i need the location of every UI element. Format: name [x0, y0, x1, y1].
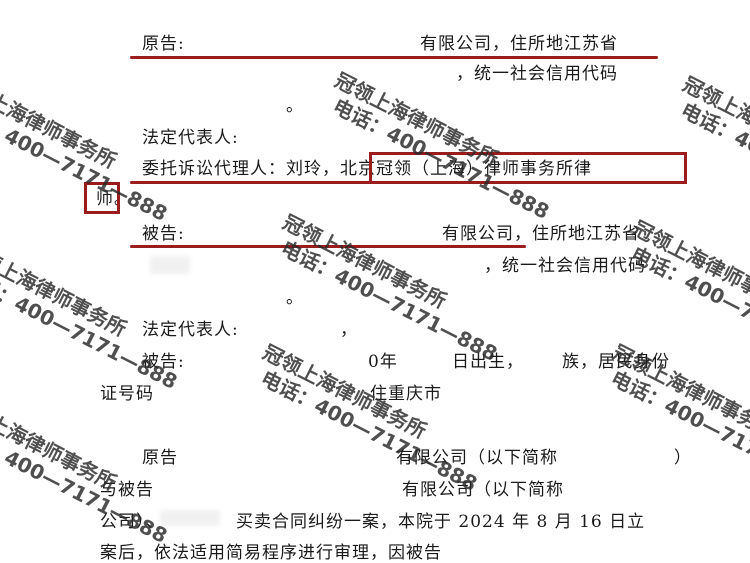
watermark: 冠领上海律师事务所电话：400—7171—888 — [677, 72, 750, 228]
paragraph-last: 案后，依法适用简易程序进行审理，因被告 — [100, 543, 442, 563]
birth-year: 0年 — [368, 352, 398, 372]
paragraph-close: ） — [674, 448, 692, 468]
address: 住重庆市 — [370, 384, 442, 404]
paragraph-company-2: 有限公司（以下简称 — [402, 480, 564, 500]
legal-representative-1: 法定代表人: — [142, 128, 239, 148]
defendant-person-label: 被告: — [142, 352, 185, 372]
id-number-label: 证号码 — [100, 384, 154, 404]
paragraph-case: 公司）、 — [100, 512, 164, 532]
defendant-label: 被告: — [142, 224, 185, 244]
law-firm-highlight-box — [369, 152, 687, 184]
defendant-credit-code: ，统一社会信用代码 — [484, 256, 646, 276]
ethnicity-residence: 族，居民身份 — [562, 352, 670, 372]
litigation-agent: 委托诉讼代理人：刘玲，北京冠领（上海）律师事务所律 — [142, 159, 592, 179]
paragraph-company: 有限公司（以下简称 — [396, 448, 558, 468]
plaintiff-end: 。 — [286, 96, 304, 116]
plaintiff-credit-code: ，统一社会信用代码 — [456, 64, 618, 84]
defendant-company: 有限公司，住所地江苏省 — [442, 224, 640, 244]
defendant-underline — [130, 245, 526, 248]
plaintiff-underline — [130, 56, 658, 59]
paragraph-with-defendant: 与被告 — [100, 480, 154, 500]
plaintiff-label: 原告: — [142, 34, 185, 54]
paragraph-case-2: 买卖合同纠纷一案，本院于 2024 年 8 月 16 日立 — [236, 512, 646, 532]
plaintiff-company: 有限公司，住所地江苏省 — [420, 34, 618, 54]
paragraph-plaintiff: 原告 — [142, 448, 178, 468]
agent-continuation: 师。 — [96, 189, 132, 209]
legal-representative-2: 法定代表人: — [142, 320, 239, 340]
comma-2: ， — [340, 320, 358, 340]
redaction-smudge — [160, 510, 220, 526]
birth-date: 日出生， — [452, 352, 524, 372]
watermark: 冠领上海律师事务所电话：400—7171—888 — [329, 68, 554, 224]
lawyer-highlight-box — [84, 182, 120, 214]
defendant-end: 。 — [286, 288, 304, 308]
redaction-smudge — [150, 256, 190, 274]
